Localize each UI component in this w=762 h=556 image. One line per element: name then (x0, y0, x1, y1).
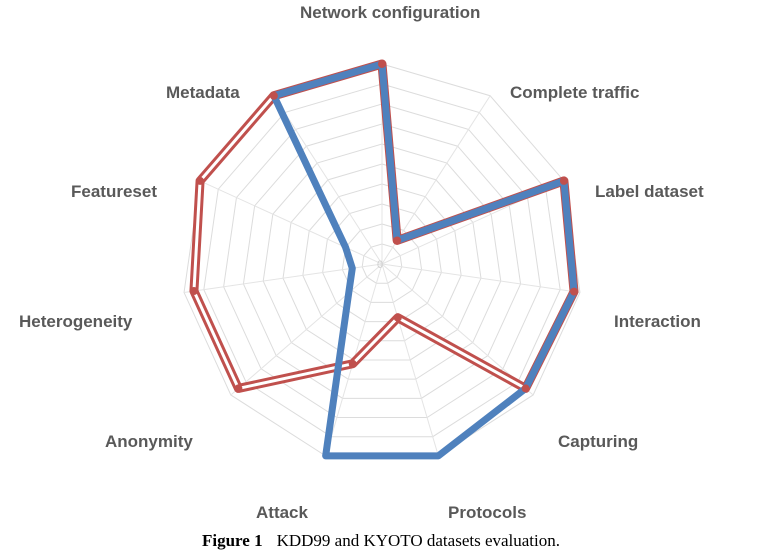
axis-label-text: Network configuration (300, 3, 481, 22)
axis-label-attack: Attack (256, 503, 308, 522)
grid-spoke (273, 95, 383, 265)
series-point-kyoto (189, 287, 198, 296)
axis-label-featureset: Featureset (71, 182, 157, 201)
grid-spoke (381, 263, 439, 457)
axis-label-label-dataset: Label dataset (595, 182, 704, 201)
grid-spoke (381, 263, 581, 293)
grid-ring (203, 83, 561, 438)
grid-spoke (199, 180, 383, 265)
series-point-kyoto (269, 91, 278, 100)
radar-chart: 0 (183, 59, 581, 460)
series-point-kyoto (196, 176, 205, 185)
axis-label-metadata: Metadata (166, 83, 240, 102)
axis-label-heterogeneity: Heterogeneity (19, 312, 133, 331)
series-point-kyoto (559, 176, 568, 185)
grid-ring (361, 243, 403, 284)
axis-label-capturing: Capturing (558, 432, 639, 451)
axis-label-network-configuration: Network configuration (300, 2, 480, 24)
grid-ring (242, 123, 522, 399)
grid-ring (223, 103, 541, 419)
axis-label-complete-traffic: Complete traffic (510, 83, 640, 102)
grid-ring (322, 203, 442, 323)
figure-caption: Figure 1 KDD99 and KYOTO datasets evaluat… (0, 531, 762, 551)
axis-label-interaction: Interaction (614, 312, 701, 331)
axis-label-anonymity: Anonymity (105, 432, 193, 451)
figure-caption-text: KDD99 and KYOTO datasets evaluation. (276, 531, 561, 550)
series-line-kdd99 (270, 60, 578, 460)
series-point-kyoto (378, 60, 386, 68)
series-layer (189, 59, 579, 460)
series-point-kyoto (234, 384, 243, 393)
series-point-kyoto (570, 287, 579, 296)
grid-spoke (230, 263, 383, 396)
grid-spoke (381, 263, 534, 396)
axis-label-protocols: Protocols (448, 503, 527, 522)
series-point-kyoto (521, 384, 530, 393)
center-tick-label: 0 (377, 259, 383, 271)
series-point-kyoto (393, 236, 402, 245)
series-point-kyoto (393, 313, 402, 322)
figure-caption-label: Figure 1 (201, 531, 263, 550)
series-point-kyoto (348, 359, 357, 368)
